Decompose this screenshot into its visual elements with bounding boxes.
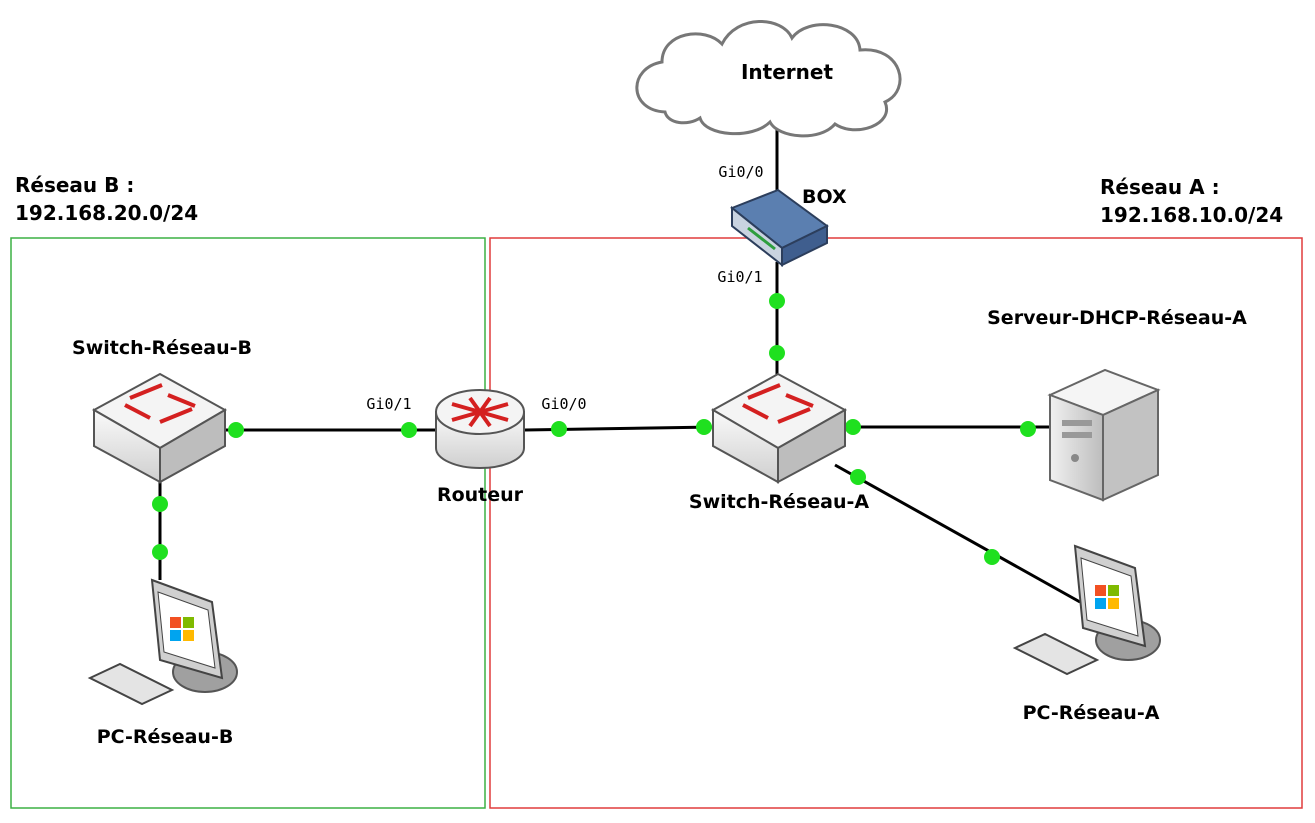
router-icon bbox=[435, 389, 525, 469]
link-dots bbox=[152, 293, 1036, 565]
link-switch-a-pc-a bbox=[834, 463, 1081, 604]
box-port-gi0-1: Gi0/1 bbox=[717, 268, 762, 286]
network-a-title: Réseau A : bbox=[1100, 175, 1220, 199]
network-a-subnet: 192.168.10.0/24 bbox=[1100, 203, 1283, 227]
box-port-gi0-0: Gi0/0 bbox=[718, 163, 763, 181]
network-b-title: Réseau B : bbox=[15, 173, 134, 197]
router-label: Routeur bbox=[437, 484, 524, 506]
router-port-gi0-0: Gi0/0 bbox=[541, 395, 586, 413]
switch-a-label: Switch-Réseau-A bbox=[689, 491, 869, 513]
dhcp-server-label: Serveur-DHCP-Réseau-A bbox=[987, 307, 1247, 329]
router-box-icon bbox=[730, 188, 829, 268]
switch-icon bbox=[91, 372, 228, 484]
internet-label: Internet bbox=[741, 60, 833, 84]
pc-a-label: PC-Réseau-A bbox=[1023, 702, 1160, 724]
switch-icon bbox=[710, 372, 848, 484]
pc-b-label: PC-Réseau-B bbox=[97, 726, 234, 748]
server-icon bbox=[1047, 368, 1161, 502]
switch-b-label: Switch-Réseau-B bbox=[72, 337, 252, 359]
pc-icon bbox=[1012, 544, 1161, 676]
box-label: BOX bbox=[802, 186, 847, 208]
cloud-icon bbox=[635, 20, 902, 138]
network-b-zone bbox=[10, 237, 486, 809]
pc-icon bbox=[87, 578, 238, 706]
network-b-subnet: 192.168.20.0/24 bbox=[15, 201, 198, 225]
network-a-zone bbox=[489, 237, 1303, 809]
router-port-gi0-1: Gi0/1 bbox=[366, 395, 411, 413]
